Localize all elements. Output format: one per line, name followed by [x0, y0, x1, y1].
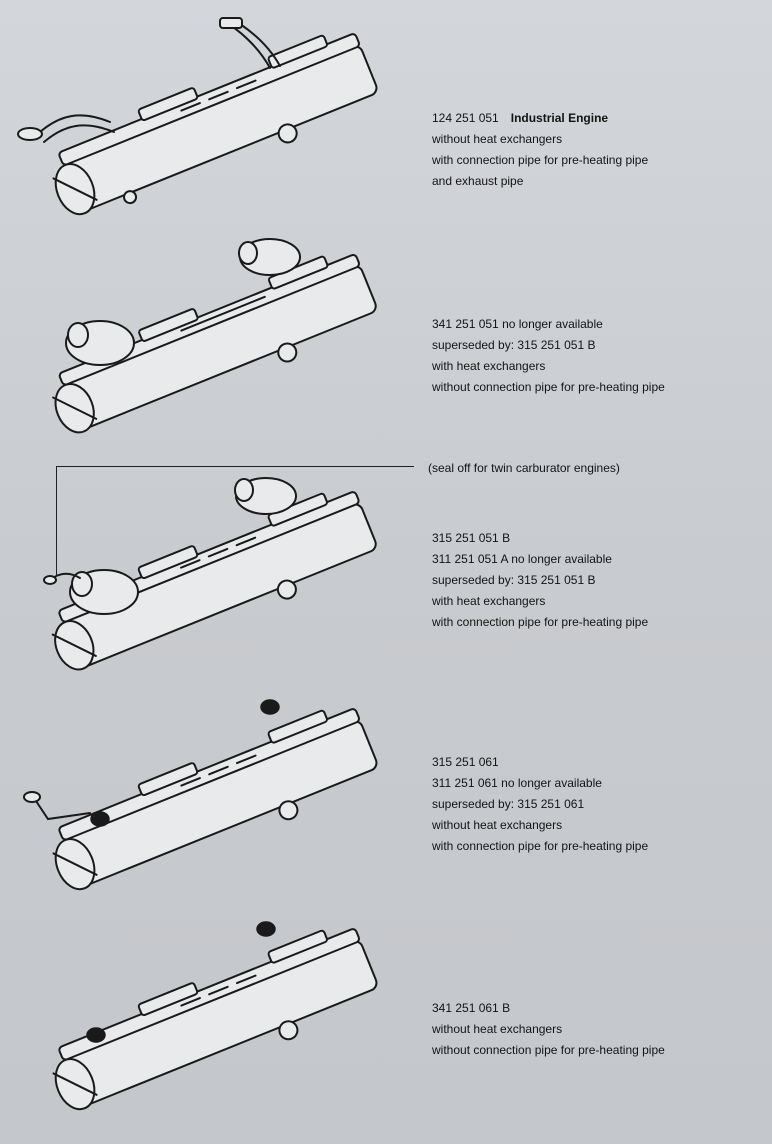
muffler-drawing-4 [23, 699, 378, 891]
caption-line: 311 251 061 no longer available [432, 776, 602, 790]
caption-4: 315 251 061 311 251 061 no longer availa… [432, 752, 648, 857]
caption-line: 311 251 051 A no longer available [432, 552, 612, 566]
caption-line: without heat exchangers [432, 132, 563, 146]
caption-line: with connection pipe for pre-heating pip… [432, 153, 649, 167]
caption-3: 315 251 051 B 311 251 051 A no longer av… [432, 528, 648, 633]
caption-line: 341 251 061 B [432, 1001, 511, 1015]
muffler-drawing-3 [43, 477, 377, 671]
caption-line: without heat exchangers [432, 818, 563, 832]
caption-line: with heat exchangers [432, 359, 546, 373]
caption-1: 124 251 051 Industrial Engine without hea… [432, 108, 648, 192]
caption-line: without connection pipe for pre-heating … [432, 380, 665, 394]
leader-line [56, 466, 414, 467]
muffler-drawing-2 [52, 238, 377, 434]
caption-line: and exhaust pipe [432, 174, 524, 188]
caption-line: with connection pipe for pre-heating pip… [432, 839, 649, 853]
caption-line: 341 251 051 no longer available [432, 317, 603, 331]
caption-line: superseded by: 315 251 051 B [432, 338, 596, 352]
caption-line: with connection pipe for pre-heating pip… [432, 615, 649, 629]
leader-line-vertical [56, 466, 57, 576]
caption-line: superseded by: 315 251 051 B [432, 573, 596, 587]
caption-line: with heat exchangers [432, 594, 546, 608]
seal-note: (seal off for twin carburator engines) [428, 461, 620, 475]
caption-2: 341 251 051 no longer available supersed… [432, 314, 665, 398]
part-number: 124 251 051 [432, 111, 499, 125]
caption-5: 341 251 061 B without heat exchangers wi… [432, 998, 665, 1061]
entry-title: Industrial Engine [510, 111, 609, 125]
caption-line: 315 251 061 [432, 755, 499, 769]
caption-line: without heat exchangers [432, 1022, 563, 1036]
caption-line: without connection pipe for pre-heating … [432, 1043, 665, 1057]
caption-line: 315 251 051 B [432, 531, 511, 545]
muffler-drawing-5 [52, 921, 378, 1111]
muffler-drawing-1 [17, 17, 378, 216]
caption-line: superseded by: 315 251 061 [432, 797, 585, 811]
